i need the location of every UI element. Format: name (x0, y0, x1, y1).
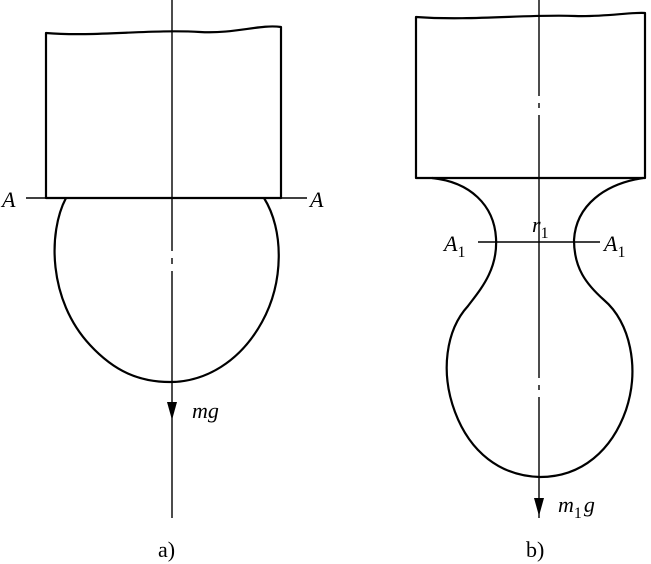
droplet-a (53, 197, 280, 384)
radius-label: r1 (532, 212, 549, 242)
caption-a: a) (158, 537, 175, 562)
arrow-head-b (534, 498, 544, 516)
figure-a: A A mg a) (0, 0, 324, 562)
nozzle-b (414, 11, 647, 180)
label-b-left: A1 (442, 231, 465, 261)
label-b-right: A1 (602, 231, 625, 261)
arrow-head-a (167, 402, 177, 420)
force-label-a: mg (192, 398, 219, 423)
droplet-b (431, 176, 644, 479)
nozzle-a (44, 25, 283, 200)
figure-b: r1 A1 A1 m1g b) (414, 0, 647, 562)
label-a-left: A (0, 187, 16, 212)
caption-b: b) (526, 537, 544, 562)
force-label-b: m1g (558, 492, 595, 522)
label-a-right: A (308, 187, 324, 212)
